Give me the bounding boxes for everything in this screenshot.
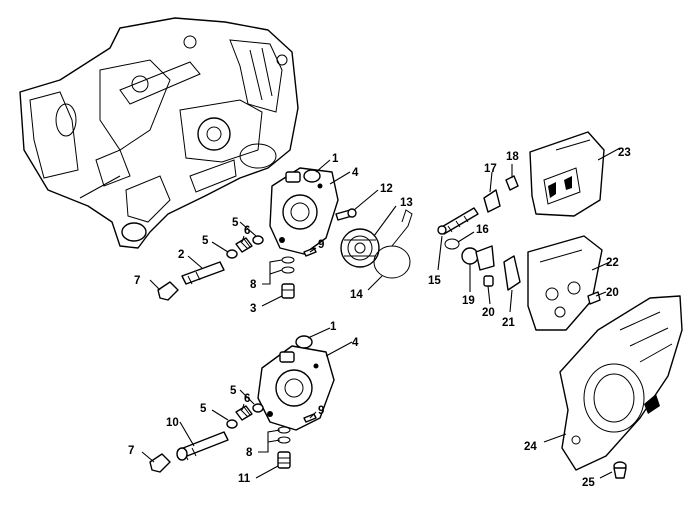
callout-8-lower: 8 xyxy=(246,447,253,459)
callout-5a-upper: 5 xyxy=(232,217,239,229)
callout-10: 10 xyxy=(166,417,179,429)
guide-plate-23 xyxy=(529,131,605,217)
plunger-2 xyxy=(181,261,225,285)
callout-1-lower: 1 xyxy=(330,321,337,333)
crankcase-housing xyxy=(19,17,299,249)
callout-20a: 20 xyxy=(482,307,495,319)
callout-23: 23 xyxy=(618,147,631,159)
callout-5a-lower: 5 xyxy=(230,385,237,397)
o-ring-8b-upper xyxy=(281,266,295,274)
callout-11: 11 xyxy=(238,473,251,485)
cap-7-upper xyxy=(157,281,179,301)
sprocket-cover-24 xyxy=(559,295,683,471)
screw-12 xyxy=(335,208,357,221)
o-ring-8a-upper xyxy=(281,256,295,264)
callout-20b: 20 xyxy=(606,287,619,299)
callout-17: 17 xyxy=(484,163,497,175)
bearing-13 xyxy=(340,228,380,268)
plate-21 xyxy=(503,255,521,291)
bolt-11 xyxy=(277,451,291,469)
worm-gear-1-lower xyxy=(295,335,313,349)
callout-9-lower: 9 xyxy=(318,405,324,417)
oil-pump-lower xyxy=(257,345,335,431)
callout-8-upper: 8 xyxy=(250,279,257,291)
callout-5b-upper: 5 xyxy=(202,235,209,247)
callout-19: 19 xyxy=(462,295,475,307)
callout-25: 25 xyxy=(582,477,595,489)
callout-13: 13 xyxy=(400,197,413,209)
washer-5b-upper xyxy=(226,249,238,259)
callout-7-upper: 7 xyxy=(134,275,140,287)
callout-4-lower: 4 xyxy=(352,337,359,349)
worm-gear-1-upper xyxy=(303,169,321,183)
callout-1-upper: 1 xyxy=(332,153,339,165)
leader-lines xyxy=(141,147,621,479)
washer-5a-lower xyxy=(252,403,264,413)
spring-6-lower xyxy=(235,405,253,421)
callout-5b-lower: 5 xyxy=(200,403,207,415)
cap-7-lower xyxy=(149,453,171,473)
gear-19 xyxy=(461,245,495,271)
nut-18 xyxy=(505,175,519,191)
tensioner-slide-17 xyxy=(483,189,501,213)
callout-6-lower: 6 xyxy=(244,393,250,405)
spring-14 xyxy=(373,209,413,279)
callout-14: 14 xyxy=(350,289,363,301)
callout-22: 22 xyxy=(606,257,619,269)
washer-5b-lower xyxy=(226,419,238,429)
washer-5a-upper xyxy=(252,235,264,245)
callout-2: 2 xyxy=(178,249,184,261)
callout-18: 18 xyxy=(506,151,519,163)
callout-labels: 1 2 3 4 5 5 6 7 8 9 12 13 14 15 16 17 18… xyxy=(128,147,631,489)
callout-24: 24 xyxy=(524,441,537,453)
oil-pump-upper xyxy=(269,167,339,255)
screw-20a xyxy=(483,275,494,287)
screw-25 xyxy=(613,461,627,479)
callout-12: 12 xyxy=(380,183,393,195)
callout-7-lower: 7 xyxy=(128,445,134,457)
screw-20b xyxy=(587,291,601,305)
bolt-3 xyxy=(281,283,295,299)
spring-6-upper xyxy=(235,237,253,253)
callout-9-upper: 9 xyxy=(318,239,324,251)
callout-21: 21 xyxy=(502,317,515,329)
callout-16: 16 xyxy=(476,224,489,236)
washer-16 xyxy=(444,238,460,250)
callout-4-upper: 4 xyxy=(352,167,359,179)
callout-6-upper: 6 xyxy=(244,225,250,237)
tensioner-screw-15 xyxy=(437,207,479,235)
callout-3: 3 xyxy=(250,303,256,315)
guide-plate-22 xyxy=(527,235,603,331)
callout-15: 15 xyxy=(428,275,441,287)
plunger-10 xyxy=(176,431,229,461)
